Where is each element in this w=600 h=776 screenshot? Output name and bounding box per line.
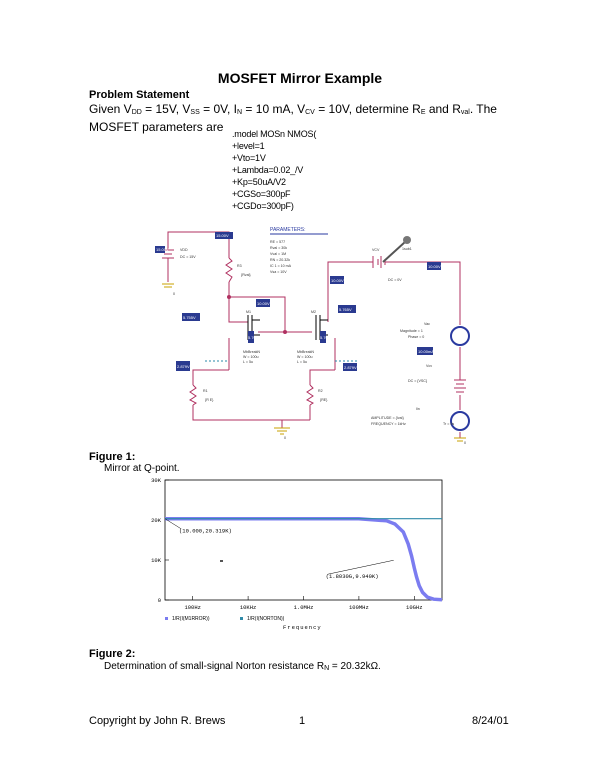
figure2-heading: Figure 2:: [89, 648, 136, 660]
label: MbBreakN: [297, 350, 314, 354]
model-line: +Lambda=0.02_/V: [232, 165, 304, 175]
voltage-tag: 5.765V: [320, 335, 333, 340]
legend-entry: 1/R(I(M1RROR)): [172, 616, 210, 622]
label: 0: [464, 441, 466, 445]
label: 0: [284, 436, 286, 440]
voltage-tag: 5.755V: [183, 315, 196, 320]
param: Rval = 30k: [270, 246, 287, 250]
param: Vval = 1M: [270, 252, 286, 256]
label: DC = {VSC}: [408, 379, 428, 383]
voltage-tag: 15.00V: [156, 247, 169, 252]
voltage-tag: 2.879V: [177, 364, 190, 369]
footer-page-number: 1: [299, 715, 306, 727]
label: R3: [237, 264, 242, 268]
model-line: +CGSo=300pF: [232, 189, 291, 199]
annotation-leader: [164, 518, 182, 529]
model-line: +Kp=50uA/V2: [232, 177, 286, 187]
x-tick-label: 100Hz: [184, 604, 201, 611]
model-line: +Vto=1V: [232, 153, 266, 163]
label: Tr = 0s: [443, 422, 454, 426]
label: AMPLITUDE = {Ival}: [371, 416, 404, 420]
x-axis-label: Frequency: [283, 624, 322, 631]
y-tick-label: 20K: [151, 517, 162, 524]
label: W = 100u: [297, 355, 312, 359]
label: DC = 0V: [388, 278, 402, 282]
voltage-tag: 10.00V: [428, 264, 441, 269]
label: {RE}: [320, 398, 328, 402]
label: VDD: [180, 248, 188, 252]
label: DC = 15V: [180, 255, 196, 259]
y-tick-label: 0: [158, 597, 161, 604]
label: VCV: [372, 248, 380, 252]
param: RE = 577: [270, 240, 285, 244]
y-tick-label: 30K: [151, 477, 162, 484]
problem-heading: Problem Statement: [89, 89, 190, 101]
voltage-tag: 10.00V: [331, 278, 344, 283]
figure1-caption: Mirror at Q-point.: [104, 463, 180, 474]
voltage-tag: 15.00V: [216, 233, 229, 238]
label: Phase = 0: [408, 335, 424, 339]
param: RN = 20.32k: [270, 258, 290, 262]
label: L = 5u: [297, 360, 307, 364]
label: {R E}: [205, 398, 214, 402]
param: IC 1 = 10 mA: [270, 264, 292, 268]
label: 1sub1: [402, 247, 412, 251]
x-tick-label: 1.0MHz: [294, 604, 314, 611]
page-title: MOSFET Mirror Example: [217, 70, 383, 86]
problem-statement: Given VDD = 15V, VSS = 0V, IN = 10 mA, V…: [89, 102, 497, 134]
model-line: +level=1: [232, 141, 265, 151]
current-tag: 10.00mA: [418, 349, 434, 354]
annotation-label: (1.8030G,9.940K): [326, 573, 379, 580]
footer-date: 8/24/01: [472, 715, 509, 727]
label: MbBreakN: [243, 350, 260, 354]
label: L = 5u: [243, 360, 253, 364]
stray-mark: [220, 560, 223, 562]
series-line: [165, 516, 443, 602]
label: Iin: [416, 407, 420, 411]
voltage-tag: 10.00V: [257, 301, 270, 306]
voltage-tag: 5.765V: [339, 307, 352, 312]
figure1-heading: Figure 1:: [89, 451, 136, 463]
legend-marker: [165, 617, 168, 620]
x-tick-label: 10KHz: [240, 604, 257, 611]
footer-copyright: Copyright by John R. Brews: [89, 715, 226, 727]
label: R2: [318, 389, 323, 393]
label: Vcv: [426, 364, 432, 368]
y-tick-label: 10K: [151, 557, 162, 564]
label: R1: [203, 389, 208, 393]
label: Vac: [424, 322, 430, 326]
voltage-tag: 5.765V: [248, 335, 261, 340]
label: FREQUENCY = 1kHz: [371, 422, 406, 426]
label: M1: [246, 310, 251, 314]
voltage-tag: 2.879V: [344, 365, 357, 370]
label: 0: [173, 292, 175, 296]
model-line: +CGDo=300pF): [232, 201, 294, 211]
label: {Rval}: [241, 273, 251, 277]
label: Magnitude = 1: [400, 329, 423, 333]
label: M2: [311, 310, 316, 314]
annotation-label: (10.000,20.319K): [179, 528, 232, 535]
model-line: .model MOSn NMOS(: [232, 129, 317, 139]
figure2-caption: Determination of small-signal Norton res…: [104, 661, 381, 672]
plot-frame: [164, 479, 443, 601]
x-tick-label: 10GHz: [406, 604, 423, 611]
model-block: .model MOSn NMOS( +level=1 +Vto=1V +Lamb…: [232, 128, 316, 212]
params-header: PARAMETERS:: [270, 227, 305, 233]
annotation-leader: [327, 559, 394, 575]
param: Vsa = 10V: [270, 270, 287, 274]
label: W = 100u: [243, 355, 258, 359]
x-tick-label: 100MHz: [349, 604, 369, 611]
legend-marker: [240, 617, 243, 620]
legend-entry: 1/R(I(NORTON)): [247, 616, 285, 622]
